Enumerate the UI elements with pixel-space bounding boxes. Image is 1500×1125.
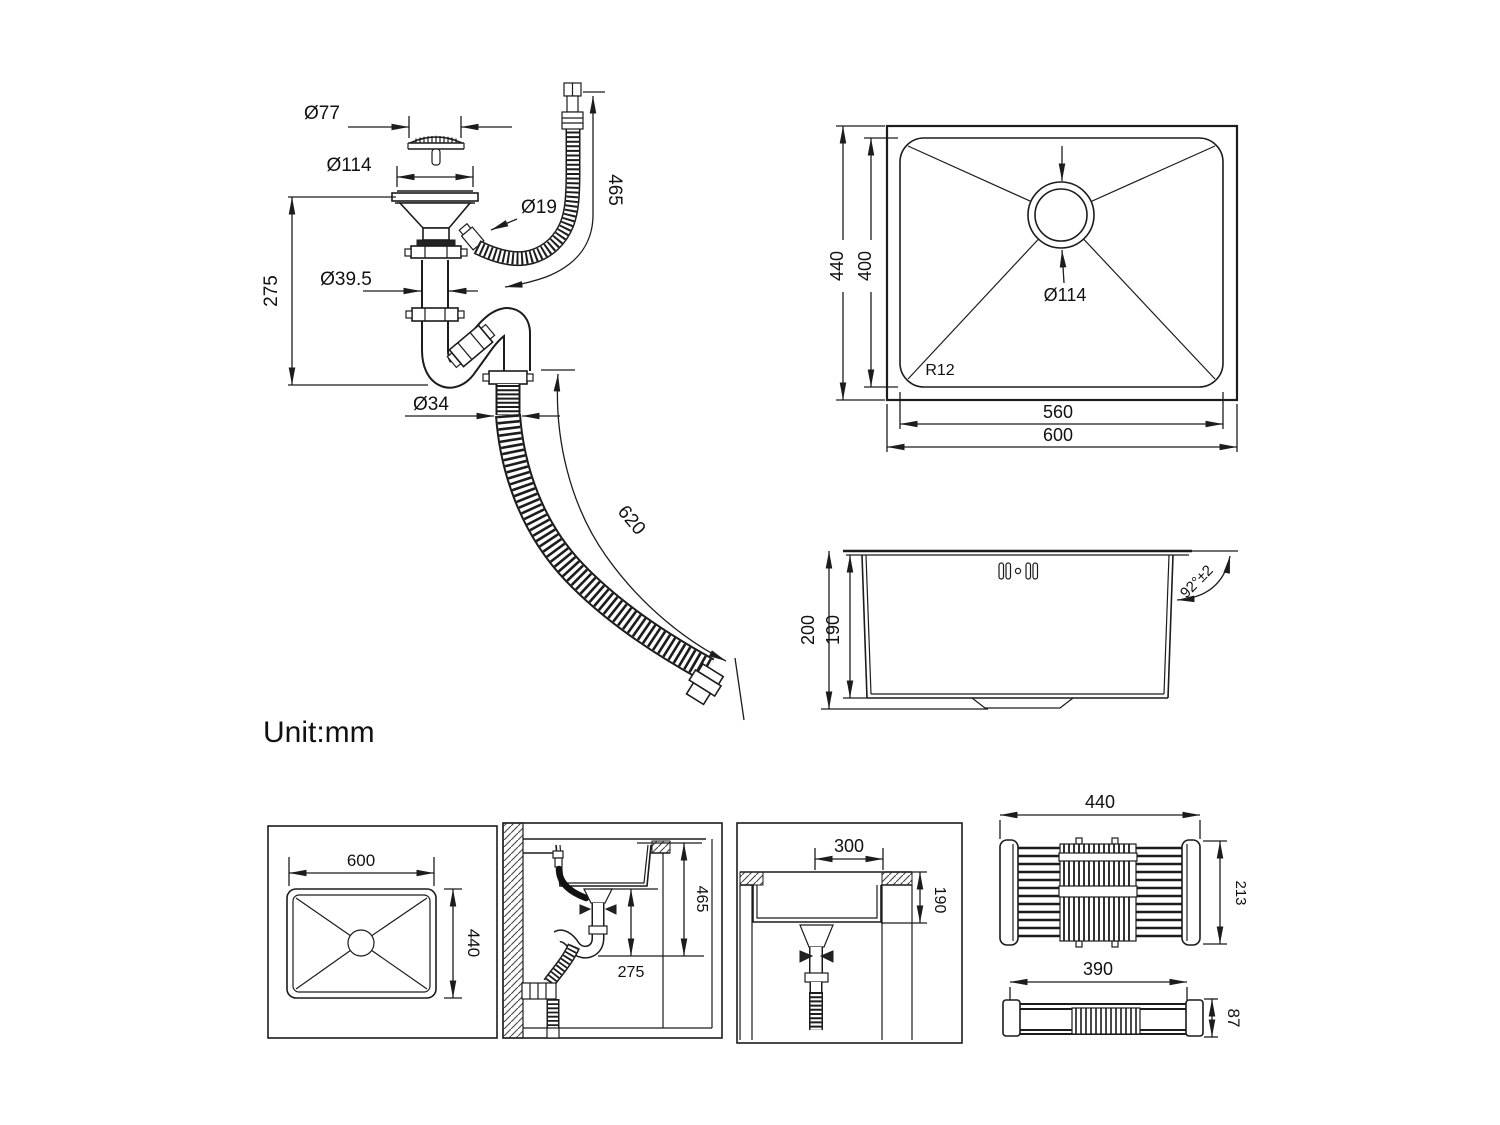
dim-outer-depth: 200 xyxy=(798,551,988,710)
dim-inner-depth: 190 xyxy=(823,555,868,699)
drain-assembly-view: Ø77 Ø114 xyxy=(261,82,745,721)
p1-dim-width-label: 600 xyxy=(347,851,375,870)
overflow-hose xyxy=(473,82,584,267)
rack-dim-width-label: 440 xyxy=(1085,792,1115,812)
dim-tailpipe: Ø39.5 xyxy=(320,269,478,295)
install-side-panel: 465 275 xyxy=(502,822,723,1039)
rack-side-center-bars xyxy=(1075,1008,1137,1034)
strainer-basket xyxy=(407,135,465,166)
dim-outer-height: 440 xyxy=(827,125,885,401)
outlet-hose xyxy=(495,413,725,706)
rack-dim-width: 440 xyxy=(999,792,1201,839)
install-top-panel: 600 440 xyxy=(267,825,498,1039)
dim-outlet: Ø34 xyxy=(405,394,560,420)
install-front-panel: 300 190 xyxy=(736,822,963,1044)
rack-dim-height: 87 xyxy=(1204,998,1243,1038)
overflow-top-fitting xyxy=(561,82,584,130)
p3-dim-drain-offset-label: 300 xyxy=(834,836,864,856)
dim-inner-depth-label: 190 xyxy=(823,615,843,645)
rack-dim-height-label: 87 xyxy=(1224,1009,1243,1028)
p2-dim-trap-drop-label: 275 xyxy=(618,964,645,981)
strainer-slots xyxy=(415,135,457,143)
p2-wall-hatch xyxy=(502,822,524,1039)
p2-dim-counter-height: 465 xyxy=(598,842,710,957)
p3-dim-drain-offset: 300 xyxy=(814,836,884,870)
dim-tailpipe-label: Ø39.5 xyxy=(320,269,372,290)
dim-outer-depth-label: 200 xyxy=(798,615,818,645)
rack-dim-rail-width: 390 xyxy=(1009,959,1188,1000)
dim-overflow-height: 465 xyxy=(504,91,625,288)
p1-dim-height: 440 xyxy=(444,888,483,999)
dim-strainer: Ø77 xyxy=(304,103,512,138)
dim-overflow-dia: Ø19 xyxy=(490,197,557,231)
corner-radius-label: R12 xyxy=(925,362,954,379)
dim-overflow-dia-label: Ø19 xyxy=(521,197,557,218)
p3-dim-bowl-depth-label: 190 xyxy=(931,887,948,914)
hose-end-fitting xyxy=(685,662,725,706)
p1-dim-height-label: 440 xyxy=(464,929,483,957)
dim-inner-height-label: 400 xyxy=(855,251,875,281)
drain-rack-view: 440 xyxy=(999,792,1249,1038)
p3-dim-bowl-depth: 190 xyxy=(881,871,948,924)
dim-outer-width: 600 xyxy=(886,404,1238,452)
dim-trap-height: 275 xyxy=(261,196,428,386)
sink-side-view: 200 190 92°±2 xyxy=(798,549,1238,710)
dim-wall-angle: 92°±2 xyxy=(1177,550,1238,603)
dim-inner-width-label: 560 xyxy=(1043,402,1073,422)
p2-counter-hatch xyxy=(651,840,671,854)
dim-outlet-label: Ø34 xyxy=(413,394,449,415)
drain-flange xyxy=(391,190,479,259)
dim-inner-height: 400 xyxy=(855,137,898,388)
dim-drain-dia: Ø114 xyxy=(1044,285,1087,305)
dim-hose-length-label: 620 xyxy=(613,502,649,540)
dim-overflow-height-label: 465 xyxy=(604,174,625,206)
dim-strainer-diameter: Ø77 xyxy=(304,103,340,124)
dim-inner-width: 560 xyxy=(899,392,1224,429)
unit-label: Unit:mm xyxy=(263,716,375,749)
p1-dim-width: 600 xyxy=(288,851,435,886)
p2-dim-trap-drop: 275 xyxy=(600,888,658,981)
dim-trap-height-label: 275 xyxy=(261,275,282,307)
dim-flange: Ø114 xyxy=(326,155,474,187)
p3-counter-hatch-right xyxy=(881,871,913,886)
sink-top-view: Ø114 R12 440 400 560 600 xyxy=(827,124,1239,452)
s-trap xyxy=(405,260,534,415)
p2-dim-counter-height-label: 465 xyxy=(693,886,710,913)
rack-dim-rail-width-label: 390 xyxy=(1083,959,1113,979)
rack-dim-depth: 213 xyxy=(1203,840,1249,945)
overflow-slots xyxy=(998,562,1039,580)
dim-hose-length: 620 xyxy=(541,369,745,721)
dim-outer-width-label: 600 xyxy=(1043,425,1073,445)
dim-outer-height-label: 440 xyxy=(827,251,847,281)
dim-flange-diameter: Ø114 xyxy=(326,155,372,176)
p3-counter-hatch-left xyxy=(739,871,764,886)
rack-dim-depth-label: 213 xyxy=(1232,880,1249,905)
